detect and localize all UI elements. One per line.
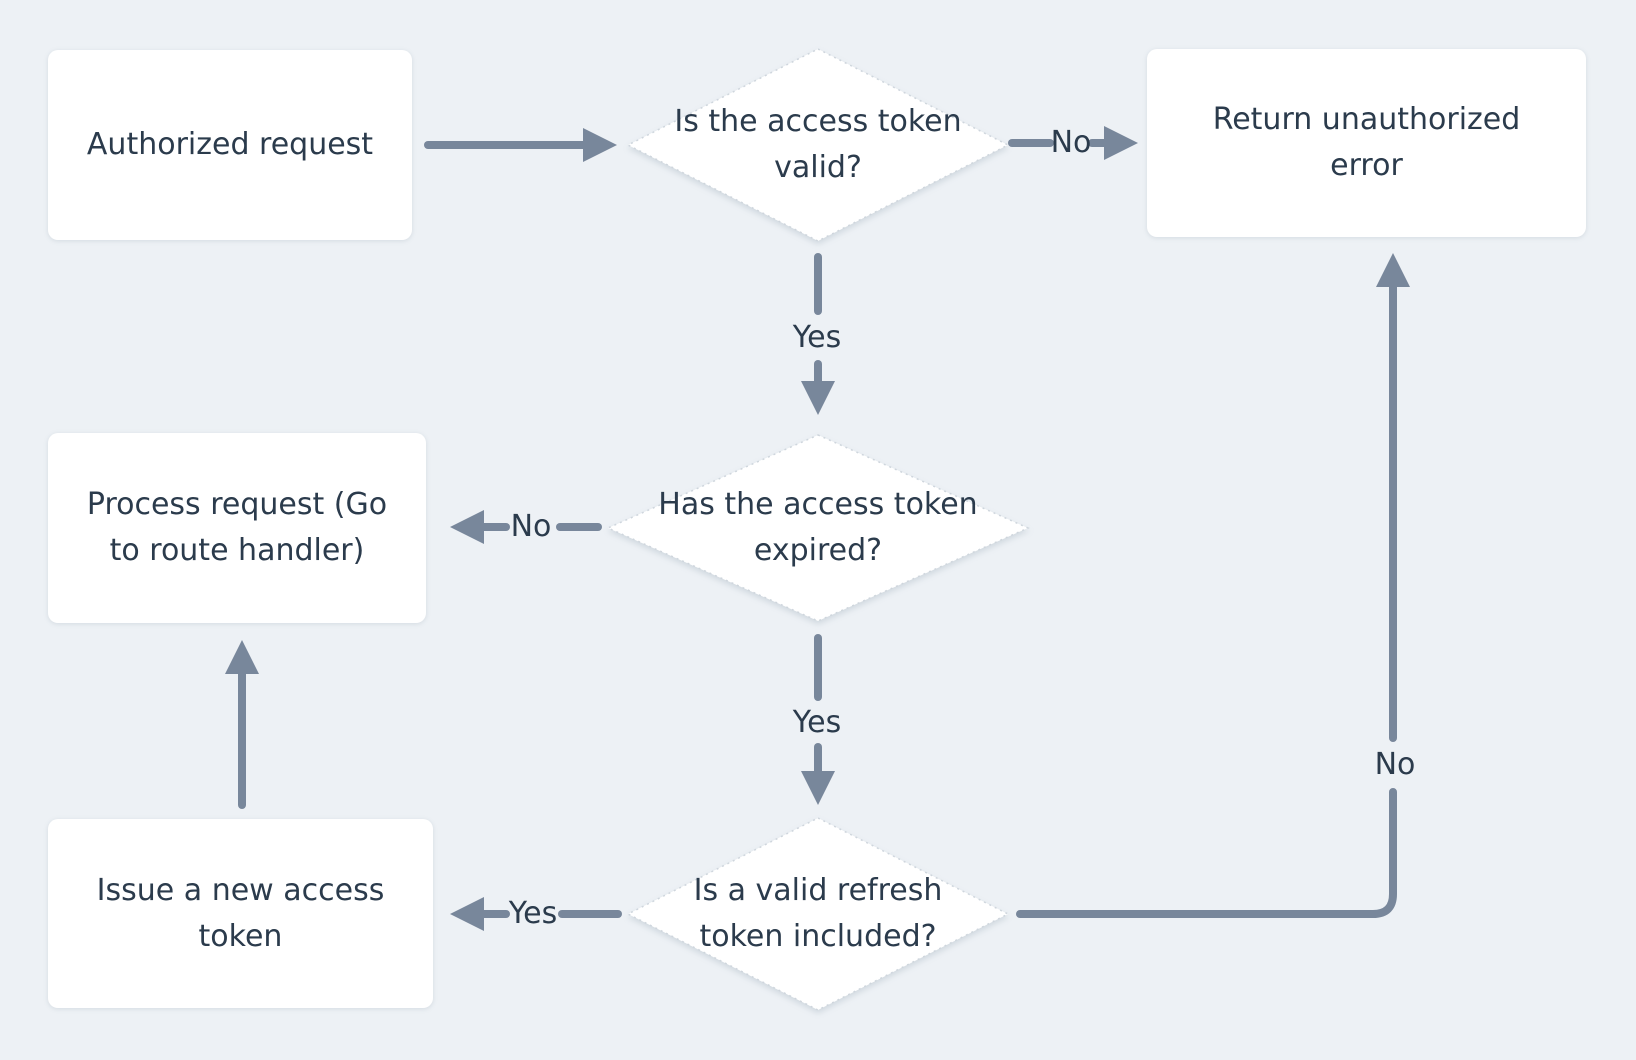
node-authorized-request-label: Authorized request [86, 127, 374, 162]
node-process-request-label: Process request (Go to route handler) [86, 487, 388, 568]
diamond-is-refresh-included [626, 817, 1010, 1011]
edge-label-valid-no: No [1050, 125, 1092, 160]
diamond-has-token-expired [606, 434, 1030, 622]
edge-refresh-no-elbow [1016, 788, 1397, 918]
arrowhead-issue-to-process [225, 640, 259, 674]
diamond-is-token-valid [626, 48, 1010, 242]
node-return-unauthorized-error: Return unauthorized error [1147, 49, 1586, 237]
arrowhead-into-issue [450, 897, 484, 931]
edge-label-refresh-yes: Yes [508, 896, 558, 931]
arrowhead-into-valid [583, 128, 617, 162]
arrowhead-refresh-no-into-unauthorized [1376, 253, 1410, 287]
edge-label-valid-yes: Yes [792, 320, 842, 355]
node-authorized-request: Authorized request [48, 50, 412, 240]
diamond-has-token-expired-label: Has the access token expired? [658, 487, 978, 568]
edge-label-expired-yes: Yes [792, 705, 842, 740]
node-return-unauthorized-error-label: Return unauthorized error [1212, 102, 1521, 183]
arrowhead-into-refresh [801, 771, 835, 805]
diamond-is-token-valid-label: Is the access token valid? [674, 104, 962, 185]
arrowhead-into-expired [801, 381, 835, 415]
node-issue-new-token: Issue a new access token [48, 819, 433, 1008]
arrowhead-into-unauthorized [1104, 126, 1138, 160]
edge-label-refresh-no: No [1374, 747, 1416, 782]
node-process-request: Process request (Go to route handler) [48, 433, 426, 623]
edge-label-expired-no: No [510, 509, 552, 544]
diamond-is-refresh-included-label: Is a valid refresh token included? [693, 873, 943, 954]
arrowhead-into-process [450, 510, 484, 544]
node-issue-new-token-label: Issue a new access token [96, 872, 385, 954]
